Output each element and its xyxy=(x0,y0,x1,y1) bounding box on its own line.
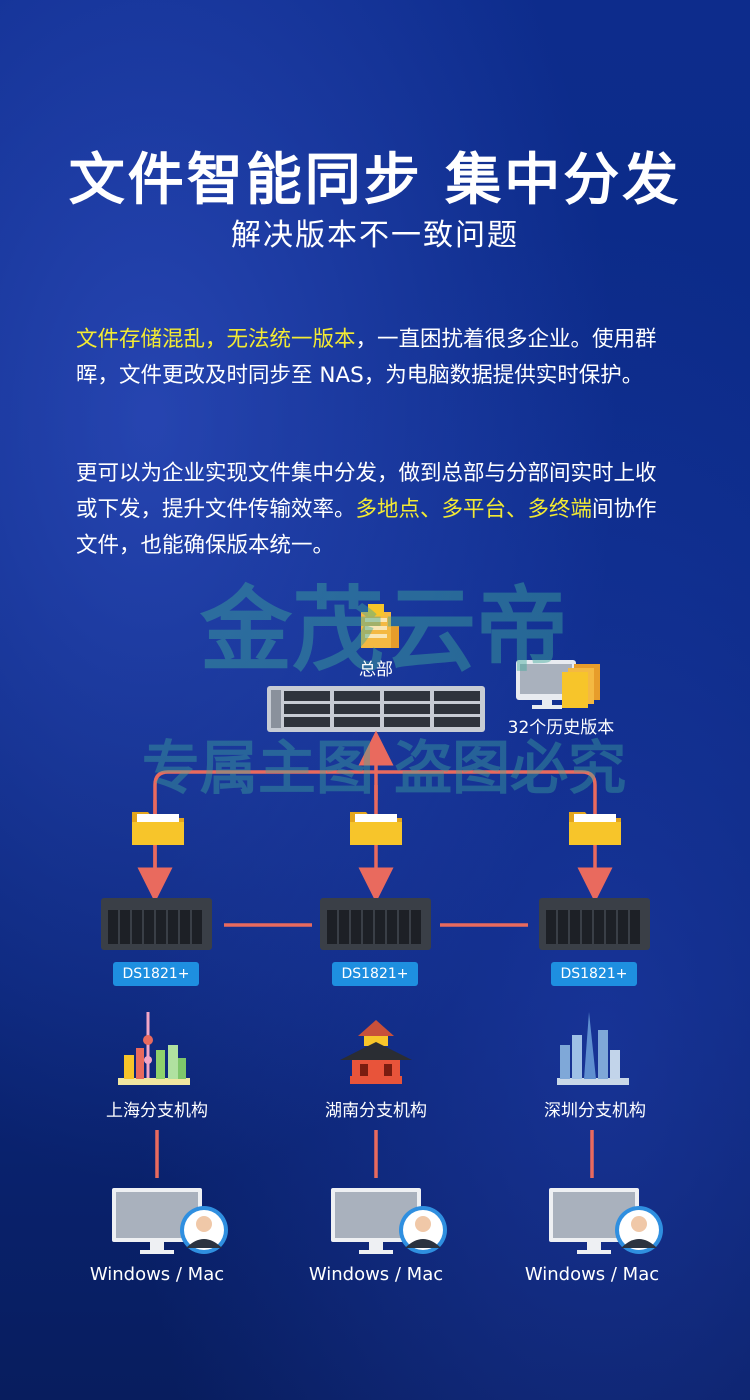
client-computer-icon xyxy=(549,1188,663,1254)
client-label: Windows / Mac xyxy=(89,1264,225,1285)
branch-label: 上海分支机构 xyxy=(106,1101,208,1121)
nas-icon xyxy=(539,898,650,950)
shenzhen-skyline-icon xyxy=(557,1012,629,1085)
model-badge: DS1821+ xyxy=(113,962,199,986)
folder-icon xyxy=(569,812,621,845)
highlight-text: 文件存储混乱，无法统一版本 xyxy=(76,327,356,352)
page-subtitle: 解决版本不一致问题 xyxy=(231,218,519,253)
history-label: 32个历史版本 xyxy=(507,718,615,738)
shanghai-skyline-icon xyxy=(118,1012,190,1085)
hunan-pavilion-icon xyxy=(340,1020,412,1084)
branch-label: 湖南分支机构 xyxy=(325,1101,427,1121)
model-badge: DS1821+ xyxy=(332,962,418,986)
folder-icon xyxy=(132,812,184,845)
branch-label: 深圳分支机构 xyxy=(544,1101,646,1121)
body-text: 间协作文件，也能确保版本统一。 xyxy=(76,497,657,558)
folder-icon xyxy=(350,812,402,845)
intro-paragraph-1: 文件存储混乱，无法统一版本，一直困扰着很多企业。使用群晖，文件更改及时同步至 N… xyxy=(76,322,676,394)
body-text: 更可以为企业实现文件集中分发，做到总部与分部间实时上收或下发，提升文件传输效率。 xyxy=(76,461,657,522)
model-badge: DS1821+ xyxy=(551,962,637,986)
nas-icon xyxy=(320,898,431,950)
client-label: Windows / Mac xyxy=(524,1264,660,1285)
highlight-text: 多地点、多平台、多终端 xyxy=(355,497,593,522)
intro-paragraph-2: 更可以为企业实现文件集中分发，做到总部与分部间实时上收或下发，提升文件传输效率。… xyxy=(76,456,676,564)
history-versions-icon xyxy=(516,660,600,709)
hq-server-icon xyxy=(267,686,485,732)
body-text: ，一直困扰着很多企业。使用群晖，文件更改及时同步至 NAS，为电脑数据提供实时保… xyxy=(76,327,657,388)
page-title: 文件智能同步 集中分发 xyxy=(68,148,682,213)
client-label: Windows / Mac xyxy=(308,1264,444,1285)
client-computer-icon xyxy=(331,1188,447,1254)
client-computer-icon xyxy=(112,1188,228,1254)
building-icon xyxy=(361,604,399,648)
hq-label: 总部 xyxy=(359,660,393,680)
nas-icon xyxy=(101,898,212,950)
